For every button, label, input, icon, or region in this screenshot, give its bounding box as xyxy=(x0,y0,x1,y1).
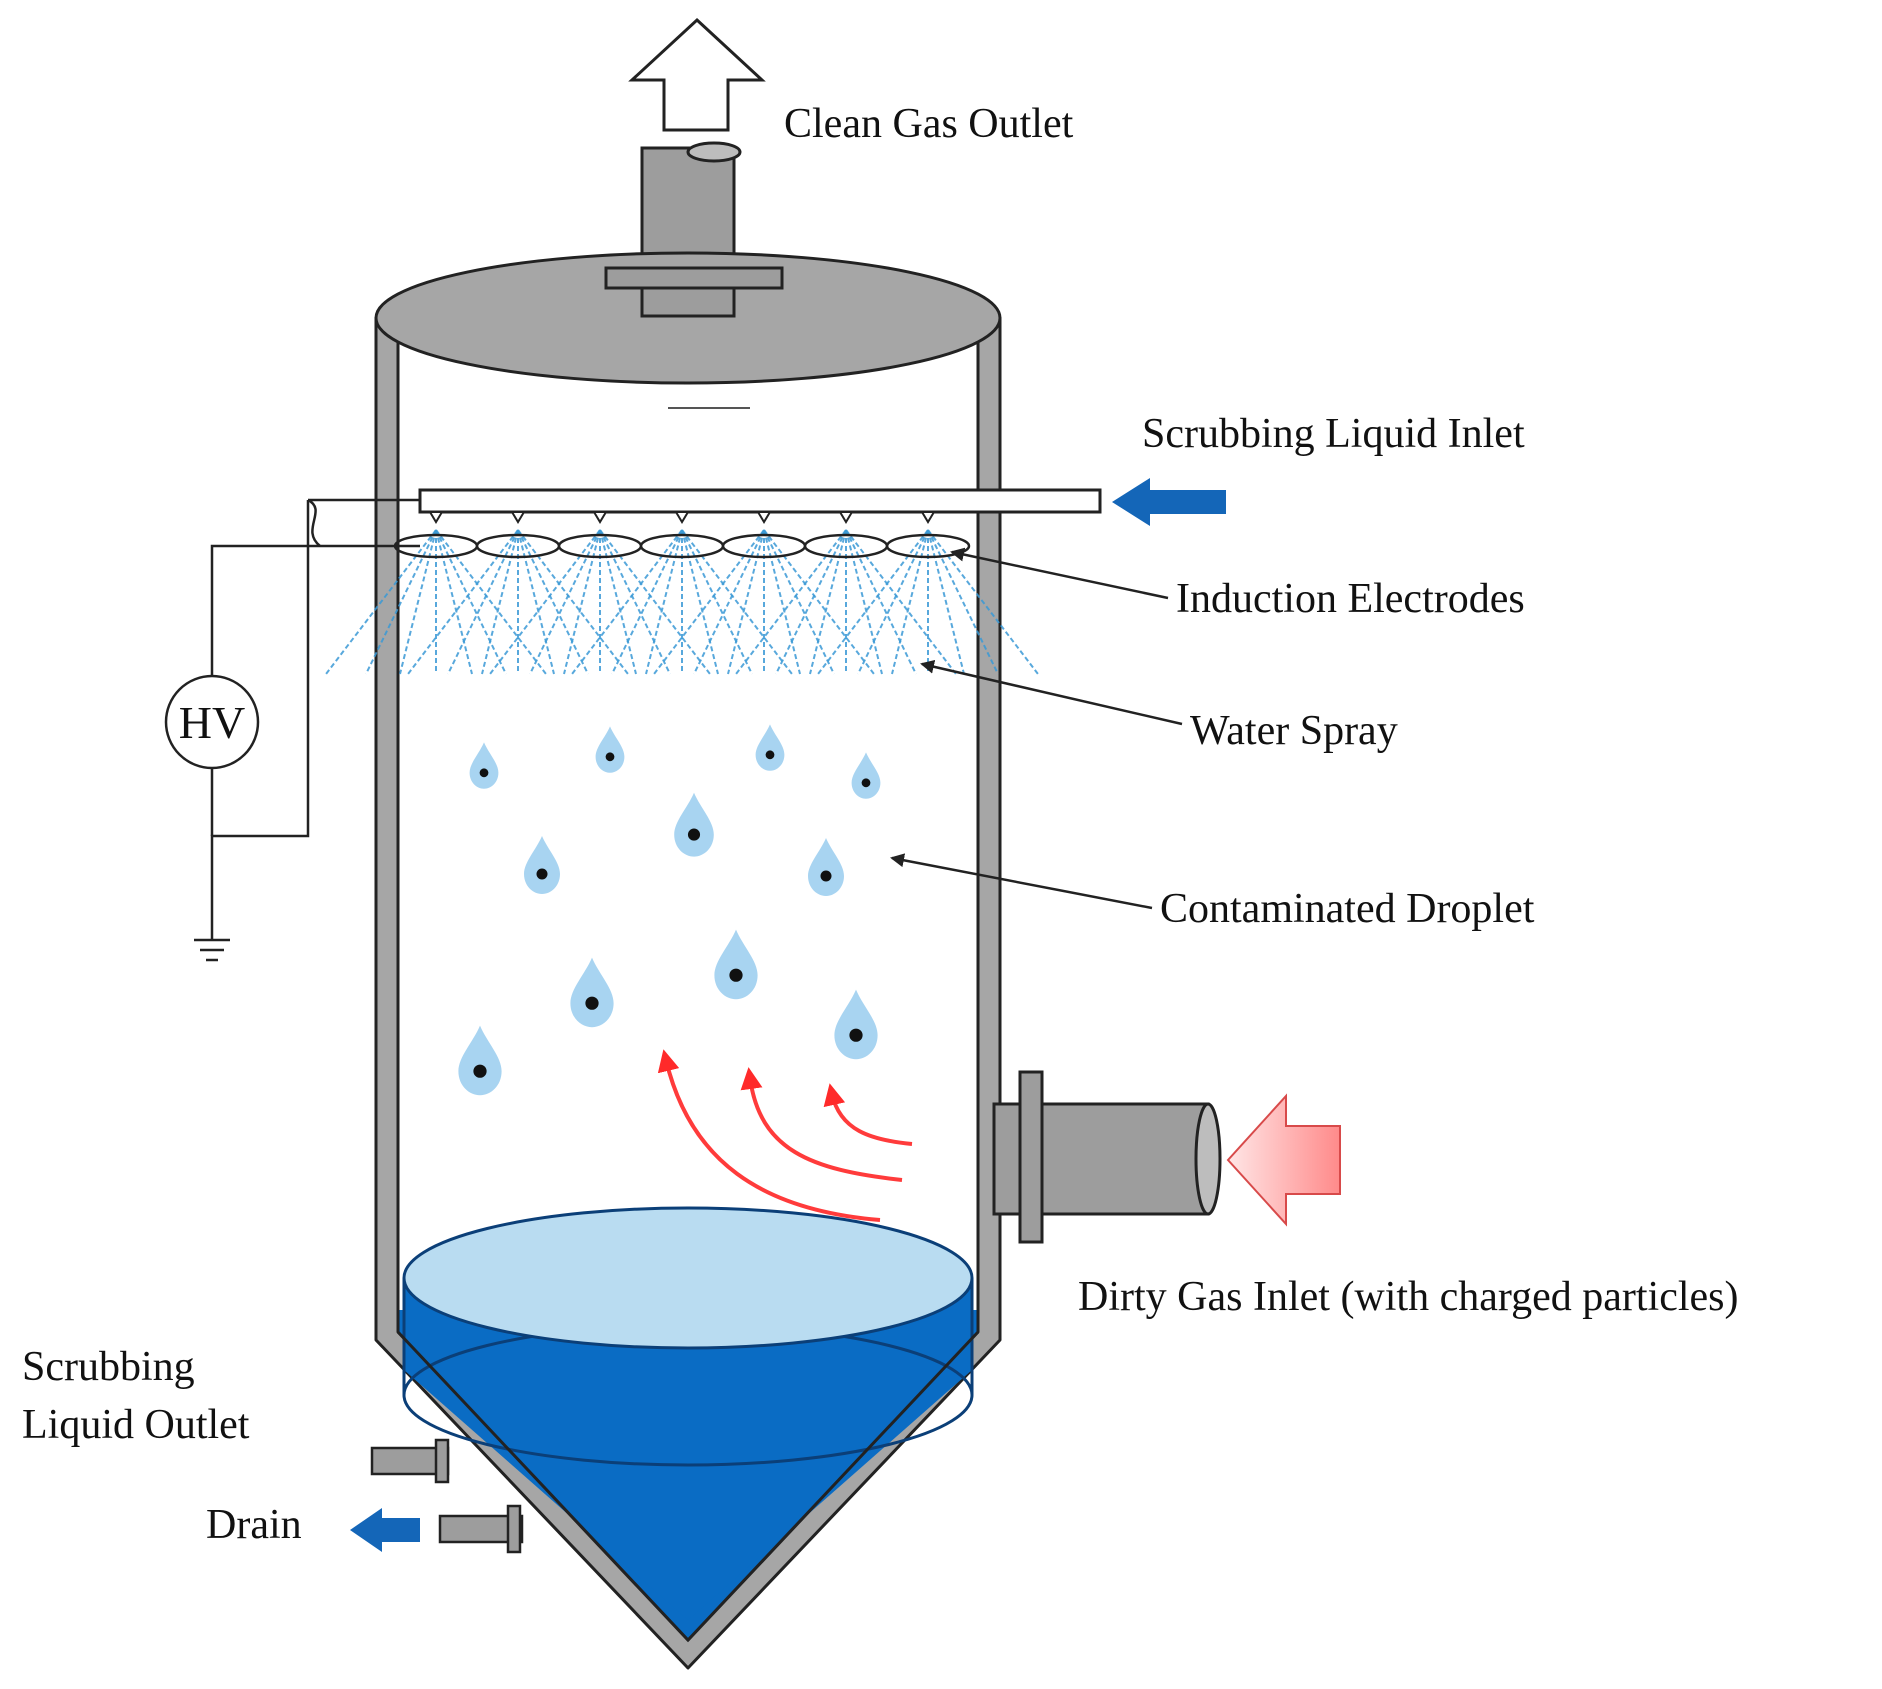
induction-electrode-ring xyxy=(885,533,971,559)
dirty-gas-inlet-pipe xyxy=(992,1070,1222,1244)
drain-pipe xyxy=(438,1504,524,1554)
spray-nozzle xyxy=(756,511,772,524)
water-spray-label: Water Spray xyxy=(1190,708,1398,754)
droplet xyxy=(674,792,714,857)
clean-gas-arrow-icon xyxy=(628,17,766,132)
droplet xyxy=(808,838,844,896)
droplet xyxy=(755,724,785,771)
droplet xyxy=(469,742,499,789)
spray-nozzle xyxy=(838,511,854,524)
droplet xyxy=(570,957,614,1028)
high-voltage-circuit xyxy=(164,498,321,962)
spray-nozzle xyxy=(510,511,526,524)
droplet xyxy=(834,989,878,1060)
scrubbing-liquid-inlet-label: Scrubbing Liquid Inlet xyxy=(1142,411,1525,457)
spray-nozzle xyxy=(920,511,936,524)
liquid-inlet-arrow-icon xyxy=(1112,478,1226,526)
contaminated-droplets xyxy=(458,724,881,1096)
induction-electrodes xyxy=(393,533,971,559)
droplet-pointer xyxy=(890,853,1153,910)
electrodes-pointer xyxy=(950,547,1169,600)
ground-symbol-icon xyxy=(194,938,230,962)
droplet xyxy=(458,1025,502,1096)
induction-electrodes-label: Induction Electrodes xyxy=(1176,576,1525,622)
droplet xyxy=(714,929,758,1000)
spray-nozzle xyxy=(428,511,444,524)
hv-label: HV xyxy=(179,697,245,748)
drain-arrow-icon xyxy=(350,1508,420,1552)
dirty-gas-arrow-icon xyxy=(1226,1093,1341,1227)
vessel-body xyxy=(374,316,1002,1670)
spray-nozzle xyxy=(674,511,690,524)
vessel-lid xyxy=(374,251,1002,409)
droplet xyxy=(595,726,625,773)
spray-nozzle xyxy=(592,511,608,524)
scrubbing-liquid-outlet-label-line1: Scrubbing xyxy=(22,1344,195,1390)
droplet xyxy=(524,836,560,894)
dirty-gas-inlet-label: Dirty Gas Inlet (with charged particles) xyxy=(1078,1274,1739,1320)
drain-label: Drain xyxy=(206,1502,302,1548)
scrubbing-liquid-outlet-label-line2: Liquid Outlet xyxy=(22,1402,250,1448)
water-spray xyxy=(325,529,1039,675)
scrubbing-liquid-outlet-pipe xyxy=(370,1438,450,1484)
contaminated-droplet-label: Contaminated Droplet xyxy=(1160,886,1535,932)
gas-flow-arrows xyxy=(657,1049,913,1222)
droplet xyxy=(851,752,881,799)
clean-gas-outlet-label: Clean Gas Outlet xyxy=(784,101,1074,147)
water-spray-pointer xyxy=(920,659,1183,726)
